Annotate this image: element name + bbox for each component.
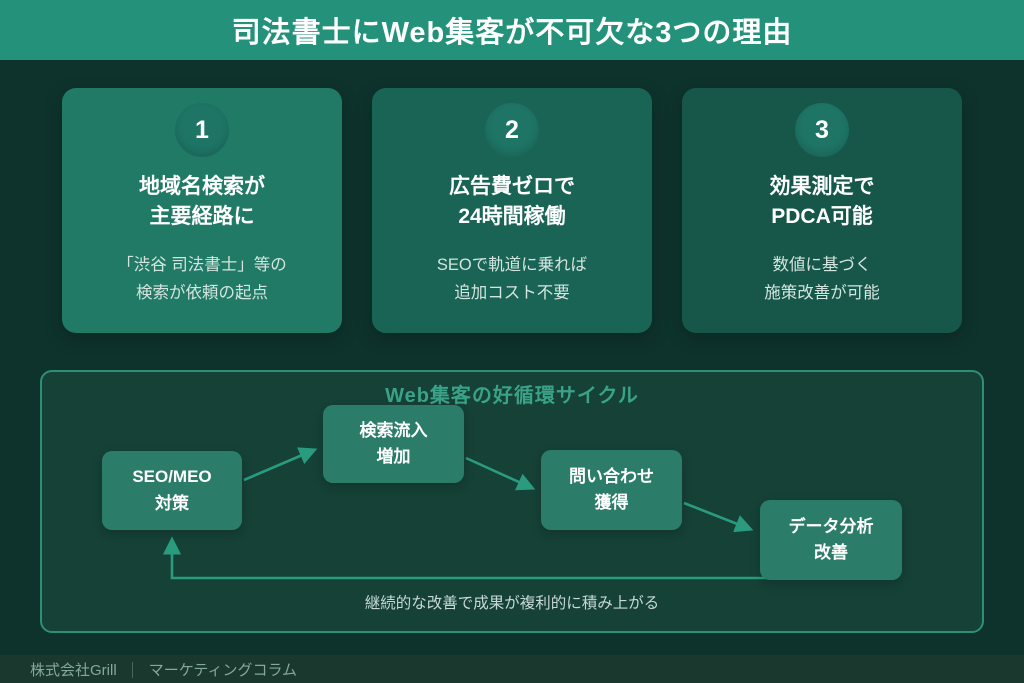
card-title: 広告費ゼロで 24時間稼働 (372, 172, 652, 233)
reason-cards-row: 1 地域名検索が 主要経路に 「渋谷 司法書士」等の 検索が依頼の起点 2 広告… (62, 88, 962, 333)
arrow-inquiry-to-data-icon (683, 501, 754, 533)
cycle-caption: 継続的な改善で成果が複利的に積み上がる (364, 595, 660, 612)
flow-node-seo-meo: SEO/MEO 対策 (102, 451, 242, 530)
header-bar: 司法書士にWeb集客が不可欠な3つの理由 (0, 0, 1024, 60)
node-line1: 検索流入 (359, 420, 428, 440)
node-line1: 問い合わせ (569, 466, 654, 486)
arrow-feedback-loop-icon (162, 536, 769, 580)
reason-card-1: 1 地域名検索が 主要経路に 「渋谷 司法書士」等の 検索が依頼の起点 (62, 88, 342, 333)
number-badge-2: 2 (485, 103, 539, 157)
card-description: 数値に基づく 施策改善が可能 (682, 251, 962, 307)
node-line1: SEO/MEO (132, 467, 212, 487)
flow-node-data-analysis: データ分析 改善 (760, 500, 902, 580)
reason-card-2: 2 広告費ゼロで 24時間稼働 SEOで軌道に乗れば 追加コスト不要 (372, 88, 652, 333)
node-line2: 改善 (814, 543, 848, 562)
page-title: 司法書士にWeb集客が不可欠な3つの理由 (231, 17, 793, 49)
card-title: 地域名検索が 主要経路に (62, 172, 342, 233)
cycle-panel: Web集客の好循環サイクル SEO/MEO 対策 検索流入 増加 問い合わせ (40, 370, 984, 633)
arrow-seo-to-search-icon (243, 447, 318, 482)
flow-node-search-traffic: 検索流入 増加 (323, 405, 464, 483)
card-title-line2: PDCA可能 (771, 205, 873, 229)
card-title-line1: 効果測定で (769, 175, 875, 198)
node-line1: データ分析 (788, 516, 874, 536)
card-desc-line2: 検索が依頼の起点 (136, 283, 268, 302)
footer-divider: ｜ (124, 663, 141, 680)
card-desc-line1: 数値に基づく (772, 255, 872, 274)
footer-label: マーケティングコラム (148, 661, 298, 679)
flow-node-inquiries: 問い合わせ 獲得 (541, 450, 682, 530)
arrow-search-to-inquiry-icon (465, 456, 536, 491)
badge-number: 1 (195, 115, 209, 144)
card-title-line2: 24時間稼働 (458, 205, 566, 229)
badge-number: 3 (815, 115, 829, 144)
card-title-line2: 主要経路に (149, 205, 255, 229)
card-desc-line1: SEOで軌道に乗れば (436, 255, 588, 274)
card-description: SEOで軌道に乗れば 追加コスト不要 (372, 251, 652, 307)
card-title-line1: 広告費ゼロで (449, 175, 575, 198)
card-desc-line2: 追加コスト不要 (454, 283, 570, 302)
footer-bar: 株式会社Grill ｜ マーケティングコラム (0, 655, 1024, 683)
card-description: 「渋谷 司法書士」等の 検索が依頼の起点 (62, 251, 342, 307)
number-badge-3: 3 (795, 103, 849, 157)
reason-card-3: 3 効果測定で PDCA可能 数値に基づく 施策改善が可能 (682, 88, 962, 333)
cycle-title: Web集客の好循環サイクル (385, 385, 639, 407)
node-line2: 増加 (376, 447, 411, 466)
card-desc-line2: 施策改善が可能 (764, 283, 880, 302)
node-line2: 獲得 (594, 493, 629, 512)
card-desc-line1: 「渋谷 司法書士」等の (117, 255, 287, 274)
footer-company: 株式会社Grill (30, 661, 117, 679)
card-title: 効果測定で PDCA可能 (682, 172, 962, 233)
card-title-line1: 地域名検索が (139, 175, 265, 198)
number-badge-1: 1 (175, 103, 229, 157)
node-line2: 対策 (155, 493, 189, 513)
badge-number: 2 (505, 115, 519, 144)
